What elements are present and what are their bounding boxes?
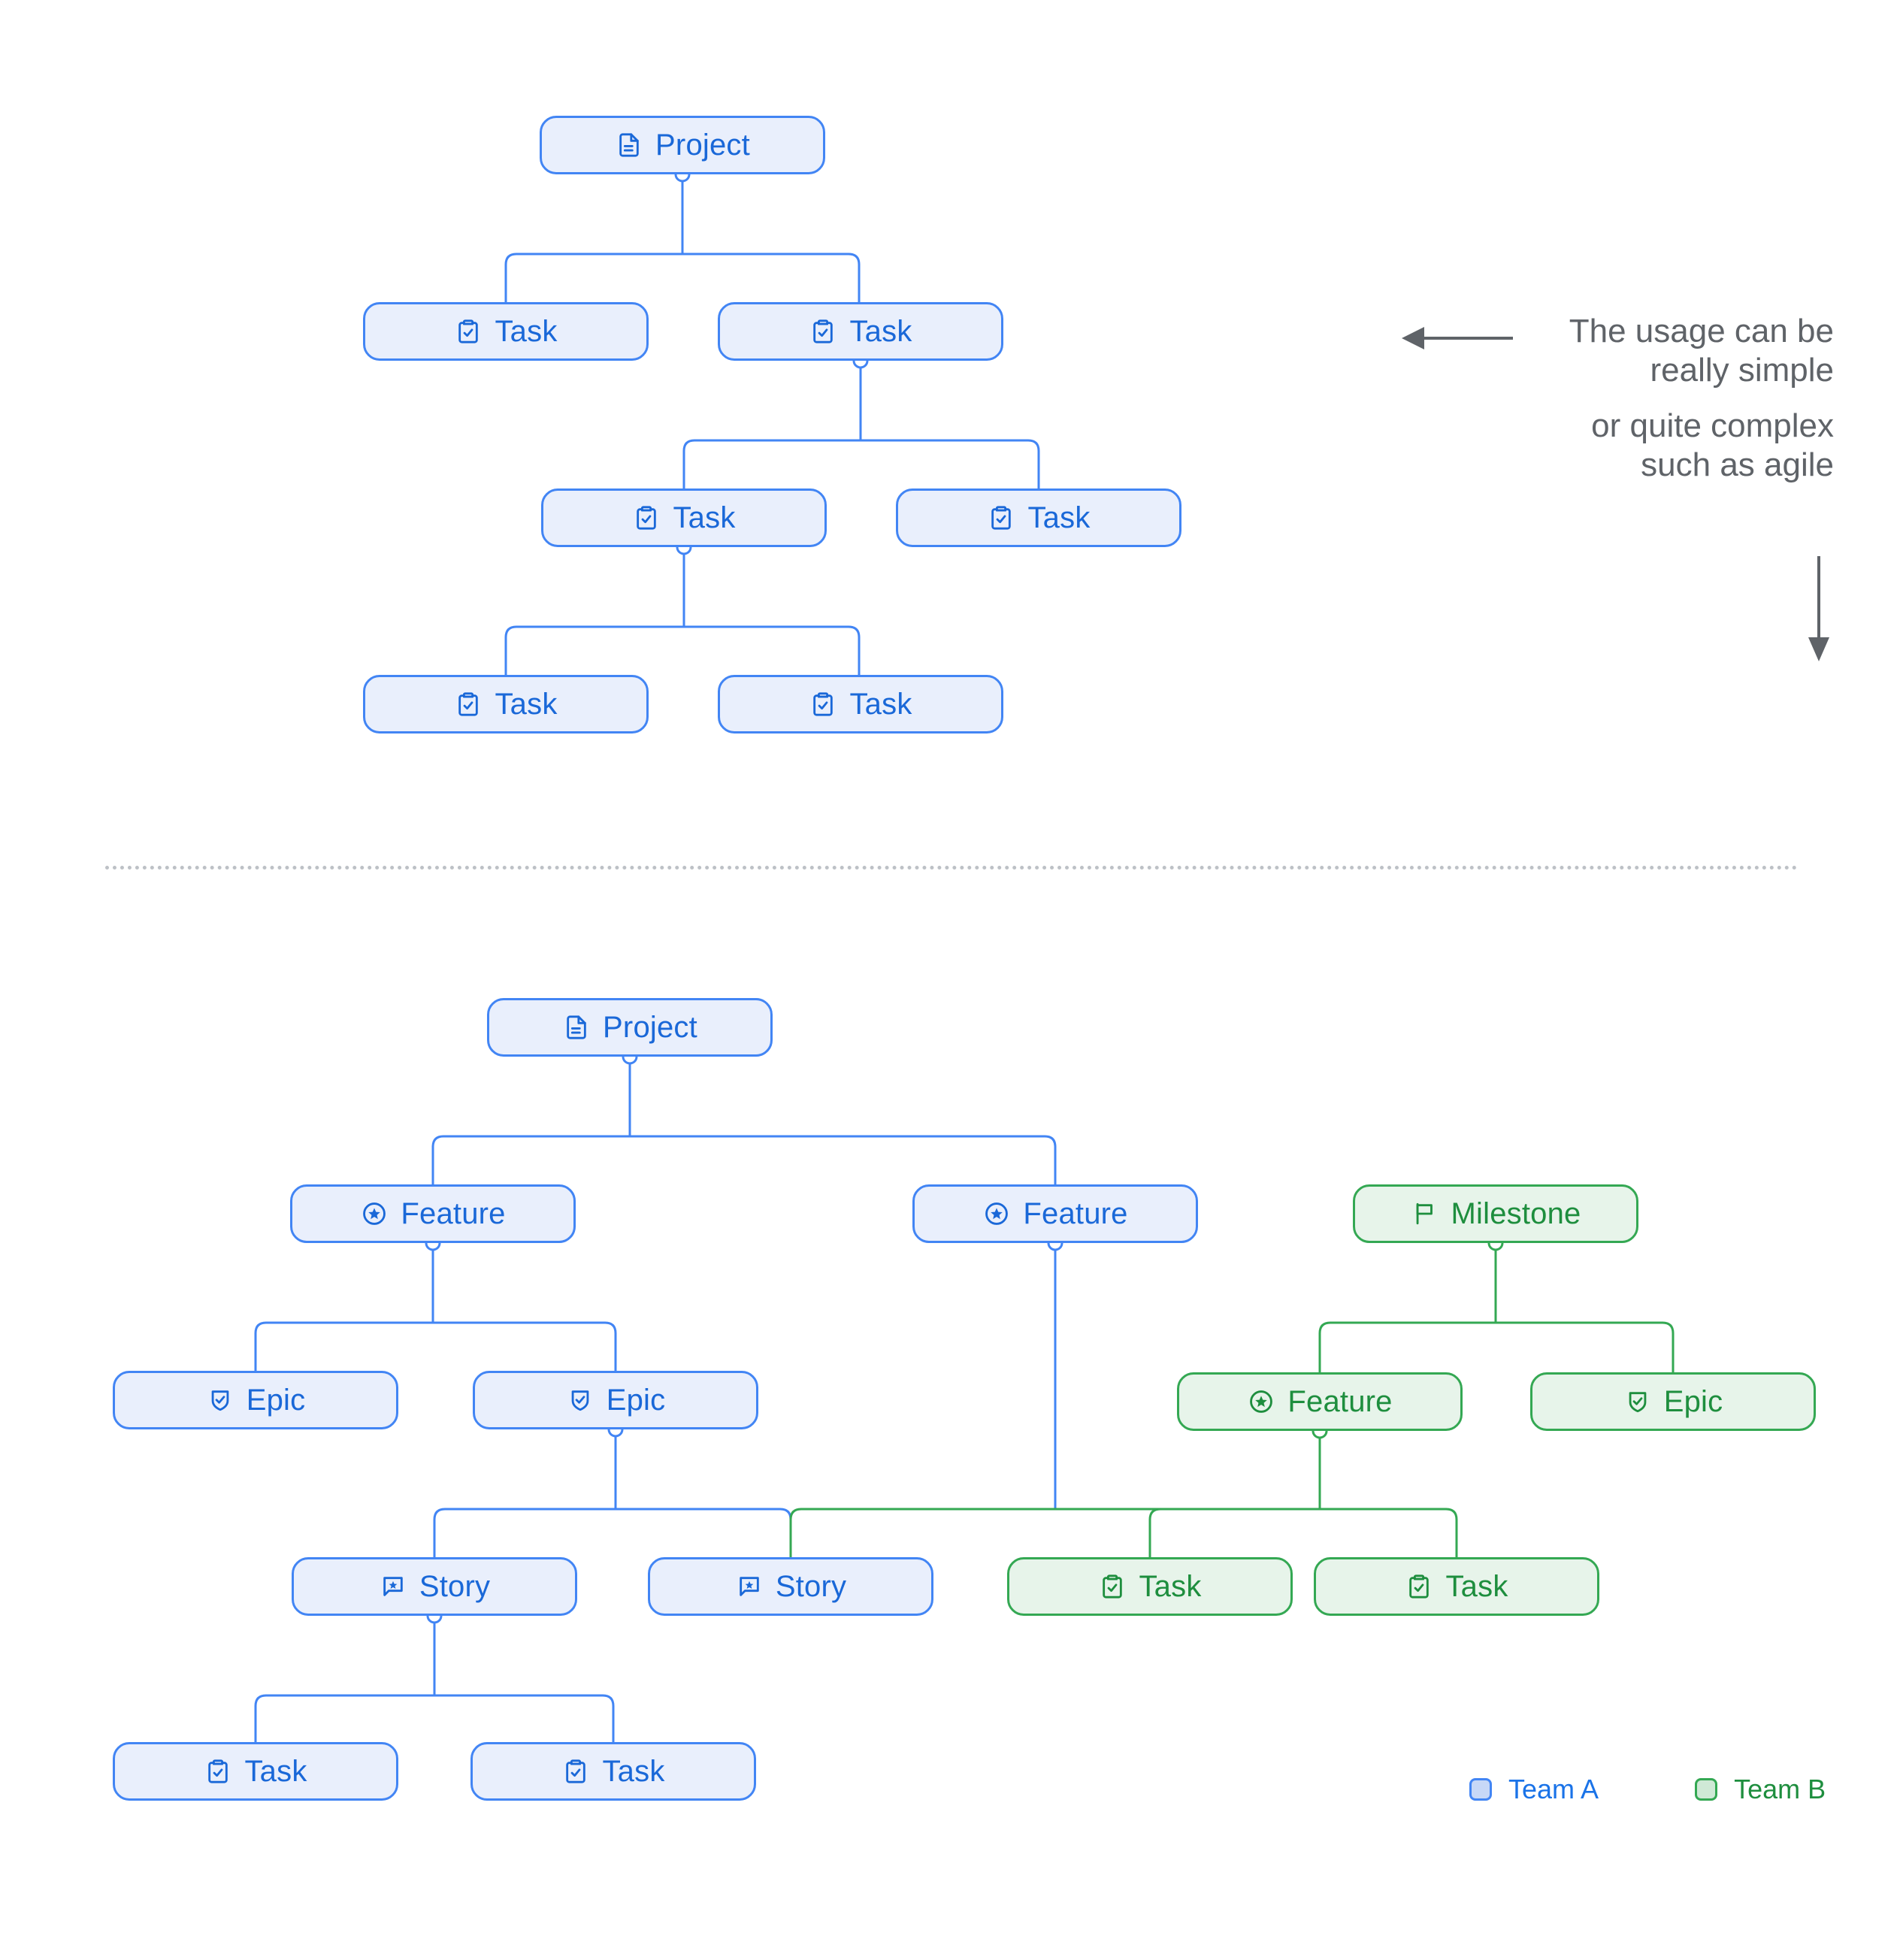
node-label: Project xyxy=(655,129,750,162)
clipboard-check-icon xyxy=(1405,1572,1433,1601)
node-label: Milestone xyxy=(1451,1197,1581,1230)
arrow-down-icon xyxy=(1808,556,1829,661)
legend-label-team-b: Team B xyxy=(1734,1774,1826,1804)
clipboard-check-icon xyxy=(809,690,837,718)
chat-star-icon xyxy=(379,1572,407,1601)
clipboard-check-icon xyxy=(1098,1572,1127,1601)
node-label: Task xyxy=(495,315,558,348)
clipboard-check-icon xyxy=(632,504,661,532)
node-label: Feature xyxy=(1287,1385,1393,1418)
legend-swatch-team-a xyxy=(1469,1778,1492,1801)
node-label: Task xyxy=(1139,1570,1202,1603)
arrow-left-icon xyxy=(1402,327,1513,349)
node-label: Feature xyxy=(1023,1197,1128,1230)
node-label: Story xyxy=(775,1570,847,1603)
star-circle-icon xyxy=(982,1199,1011,1228)
node-label: Task xyxy=(244,1755,307,1788)
legend-label-team-a: Team A xyxy=(1508,1774,1599,1804)
annotation-line-4: such as agile xyxy=(1641,446,1834,483)
clipboard-check-icon xyxy=(561,1757,590,1786)
clipboard-check-icon xyxy=(454,690,483,718)
annotation-line-3: or quite complex xyxy=(1591,407,1834,444)
node-task-3[interactable]: Task xyxy=(541,488,827,547)
edge-a-feature3-bus xyxy=(1148,1508,1458,1559)
legend-swatch-team-b xyxy=(1695,1778,1718,1801)
shield-check-icon xyxy=(566,1386,594,1414)
node-label: Task xyxy=(495,688,558,721)
node-label: Task xyxy=(1445,1570,1508,1603)
star-circle-icon xyxy=(360,1199,389,1228)
node-task-6[interactable]: Task xyxy=(718,675,1003,733)
node-label: Feature xyxy=(401,1197,506,1230)
node-agile-feature-3[interactable]: Feature xyxy=(1177,1372,1463,1431)
annotation-spacer xyxy=(1263,390,1834,407)
node-agile-task-3[interactable]: Task xyxy=(113,1742,398,1801)
chat-star-icon xyxy=(735,1572,764,1601)
annotation-line-1: The usage can be xyxy=(1569,313,1834,349)
edge-task2-bus xyxy=(682,439,1040,490)
node-label: Task xyxy=(602,1755,665,1788)
node-project[interactable]: Project xyxy=(540,116,825,174)
node-agile-epic-2[interactable]: Epic xyxy=(473,1371,758,1429)
legend-item-team-a[interactable]: Team A xyxy=(1469,1774,1599,1805)
node-label: Task xyxy=(1027,501,1091,534)
node-label: Task xyxy=(849,315,912,348)
node-agile-epic-1[interactable]: Epic xyxy=(113,1371,398,1429)
edge-a-story1-bus xyxy=(254,1694,615,1744)
legend: Team A Team B xyxy=(1469,1774,1826,1805)
section-divider xyxy=(105,866,1798,870)
node-label: Story xyxy=(419,1570,491,1603)
node-agile-feature-1[interactable]: Feature xyxy=(290,1184,576,1243)
annotation-text: The usage can be really simple or quite … xyxy=(1263,312,1834,485)
node-task-2[interactable]: Task xyxy=(718,302,1003,361)
clipboard-check-icon xyxy=(809,317,837,346)
node-label: Epic xyxy=(1663,1385,1723,1418)
document-icon xyxy=(562,1013,591,1042)
edge-a-project-bus xyxy=(431,1135,1057,1186)
node-label: Epic xyxy=(606,1384,666,1417)
clipboard-check-icon xyxy=(987,504,1015,532)
node-agile-task-2[interactable]: Task xyxy=(1314,1557,1599,1616)
node-label: Epic xyxy=(246,1384,306,1417)
edge-a-epic2-bus xyxy=(433,1508,792,1559)
node-agile-story-2[interactable]: Story xyxy=(648,1557,933,1616)
edge-a-milestone-bus xyxy=(1318,1321,1675,1374)
edge-project-bus xyxy=(504,253,861,304)
node-agile-task-1[interactable]: Task xyxy=(1007,1557,1293,1616)
node-agile-milestone[interactable]: Milestone xyxy=(1353,1184,1638,1243)
legend-item-team-b[interactable]: Team B xyxy=(1695,1774,1826,1805)
annotation-line-2: really simple xyxy=(1650,351,1834,389)
node-label: Project xyxy=(603,1011,697,1044)
node-task-5[interactable]: Task xyxy=(363,675,649,733)
node-agile-feature-2[interactable]: Feature xyxy=(912,1184,1198,1243)
node-agile-story-1[interactable]: Story xyxy=(292,1557,577,1616)
document-icon xyxy=(615,131,643,159)
node-task-4[interactable]: Task xyxy=(896,488,1181,547)
edge-a-feature1-bus xyxy=(254,1321,617,1372)
node-task-1[interactable]: Task xyxy=(363,302,649,361)
star-circle-icon xyxy=(1247,1387,1275,1416)
shield-check-icon xyxy=(1623,1387,1652,1416)
clipboard-check-icon xyxy=(204,1757,232,1786)
edge-task3-bus xyxy=(504,625,861,676)
node-agile-task-4[interactable]: Task xyxy=(470,1742,756,1801)
flag-icon xyxy=(1411,1199,1439,1228)
ports-agile xyxy=(425,1048,1504,1624)
shield-check-icon xyxy=(206,1386,234,1414)
node-agile-epic-3[interactable]: Epic xyxy=(1530,1372,1816,1431)
clipboard-check-icon xyxy=(454,317,483,346)
node-label: Task xyxy=(849,688,912,721)
edges-simple xyxy=(504,173,1040,676)
node-agile-project[interactable]: Project xyxy=(487,998,773,1057)
node-label: Task xyxy=(673,501,736,534)
edge-green-bus-extension xyxy=(789,1508,1162,1559)
